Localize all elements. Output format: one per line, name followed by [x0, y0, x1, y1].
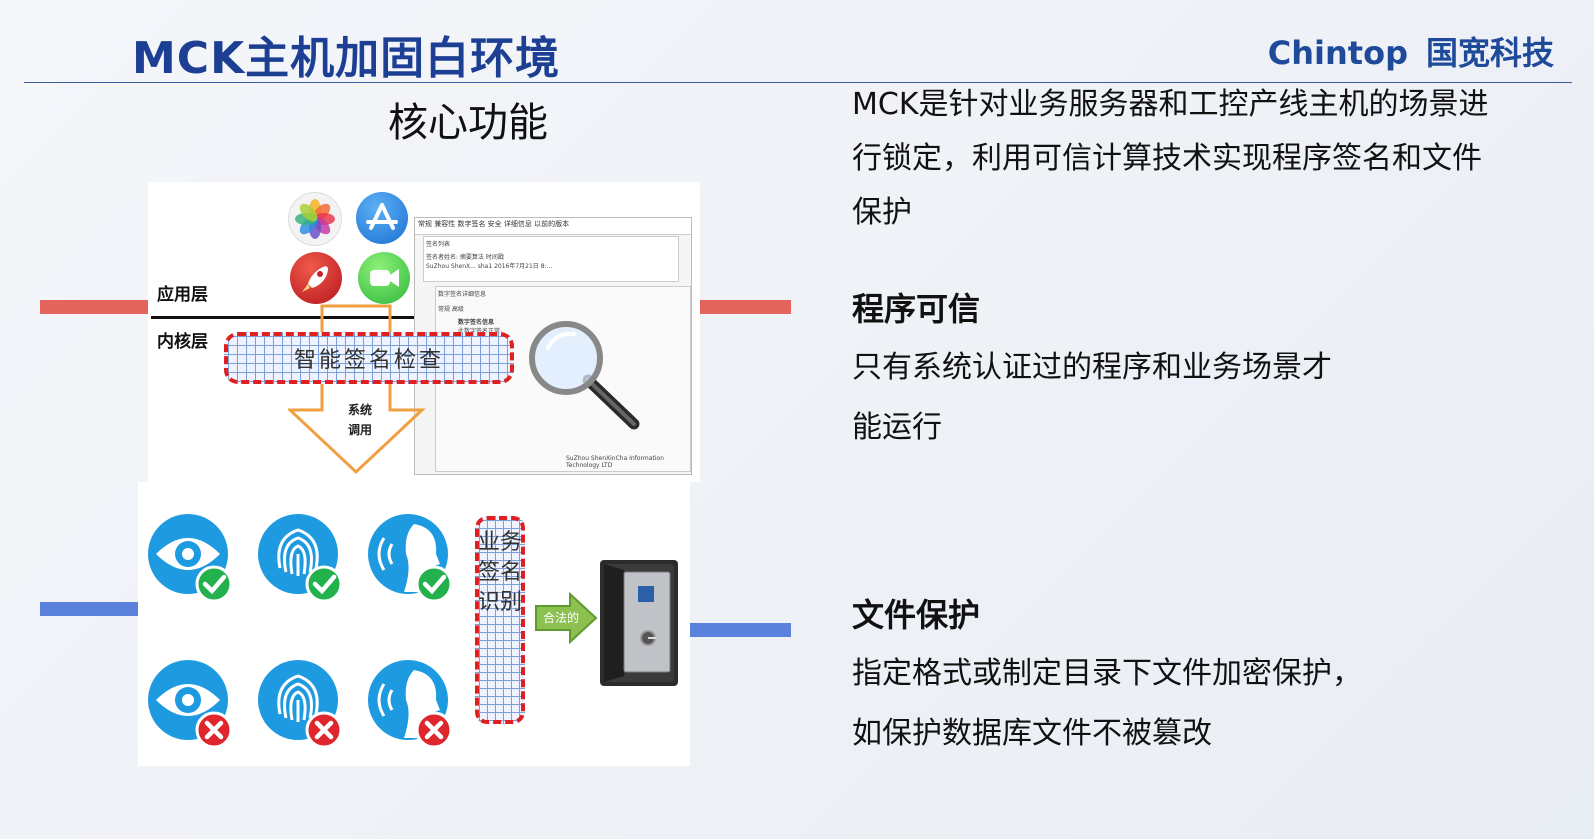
dialog-list-columns: 签名者姓名: 摘要算法 时间戳: [426, 254, 504, 261]
fingerprint-approved-icon: [258, 514, 342, 603]
signature-check-diagram: 应用层 内核层 常规 兼容性 数字签名 安全 详细信息 以前的版本 签名列表 签…: [148, 182, 700, 482]
section-program-trusted-heading: 程序可信: [852, 290, 981, 328]
business-sign-recognition-box: [475, 516, 525, 724]
system-call-label: 系统 调用: [348, 400, 372, 440]
intro-line-2: 行锁定，利用可信计算技术实现程序签名和文件: [852, 141, 1482, 176]
eye-approved-icon: [148, 514, 232, 603]
rocket-icon: [290, 252, 342, 304]
dialog-list-row: SuZhou ShenX... sha1 2016年7月21日 8:...: [426, 263, 553, 270]
accent-bar-left-top: [40, 300, 148, 314]
section-subtitle: 核心功能: [388, 100, 548, 146]
brand-name-cn: 国宽科技: [1425, 34, 1554, 72]
eye-denied-icon: [148, 660, 232, 749]
system-call-line1: 系统: [348, 403, 373, 417]
system-call-line2: 调用: [348, 423, 373, 437]
brand-name-en: Chintop: [1267, 34, 1408, 72]
photos-icon: [288, 192, 342, 246]
dialog-sub-tabs: 常规 高级: [438, 306, 464, 313]
accent-bar-right-top: [700, 300, 791, 314]
section2-line-1: 指定格式或制定目录下文件加密保护，: [852, 656, 1362, 691]
business-sign-recognition-label: 业务签名识别: [477, 530, 522, 615]
magnifier-icon: [529, 321, 640, 430]
intro-line-3: 保护: [852, 195, 912, 230]
safe-icon: [600, 560, 678, 686]
dialog-sub-title: 数字签名详细信息: [438, 291, 487, 298]
section1-line-2: 能运行: [852, 410, 942, 445]
voice-approved-icon: [368, 514, 452, 603]
dialog-list-header: 签名列表: [426, 241, 451, 248]
dialog-sub-info: 数字签名信息: [458, 319, 495, 326]
accent-bar-left-bottom: [40, 602, 138, 616]
business-sign-diagram: 业务签名识别 合法的: [138, 482, 690, 766]
fingerprint-denied-icon: [258, 660, 342, 749]
intro-paragraph: MCK是针对业务服务器和工控产线主机的场景进 行锁定，利用可信计算技术实现程序签…: [852, 78, 1489, 240]
section-program-trusted-body: 只有系统认证过的程序和业务场景才 能运行: [852, 338, 1332, 458]
header-divider: [24, 82, 1572, 83]
voice-denied-icon: [368, 660, 452, 749]
dialog-footer: SuZhou ShenXinCha Information Technology…: [566, 455, 664, 469]
right-arrow-icon: [535, 592, 598, 644]
dialog-signature-list: 签名列表 签名者姓名: 摘要算法 时间戳 SuZhou ShenX... sha…: [423, 236, 679, 282]
smart-sign-check-box: [224, 332, 514, 384]
kernel-layer-label: 内核层: [157, 332, 208, 352]
section-file-protection-body: 指定格式或制定目录下文件加密保护， 如保护数据库文件不被篡改: [852, 644, 1362, 764]
intro-line-1: MCK是针对业务服务器和工控产线主机的场景进: [852, 87, 1489, 122]
legal-label: 合法的: [542, 611, 579, 625]
section2-line-2: 如保护数据库文件不被篡改: [852, 716, 1212, 751]
facetime-icon: [358, 252, 410, 304]
app-store-icon: [356, 192, 408, 244]
brand-logo: Chintop 国宽科技: [1268, 28, 1554, 74]
smart-sign-check-label: 智能签名检查: [293, 348, 444, 373]
dialog-sub-ok: 此数字签名正常。: [458, 326, 688, 335]
app-layer-label: 应用层: [157, 285, 208, 305]
dialog-tabs: 常规 兼容性 数字签名 安全 详细信息 以前的版本: [415, 218, 691, 235]
section-file-protection-heading: 文件保护: [852, 596, 981, 634]
page-title: MCK主机加固白环境: [132, 33, 561, 84]
down-arrow-icon: [288, 304, 426, 475]
section1-line-1: 只有系统认证过的程序和业务场景才: [852, 350, 1332, 385]
accent-bar-right-bottom: [690, 623, 791, 637]
